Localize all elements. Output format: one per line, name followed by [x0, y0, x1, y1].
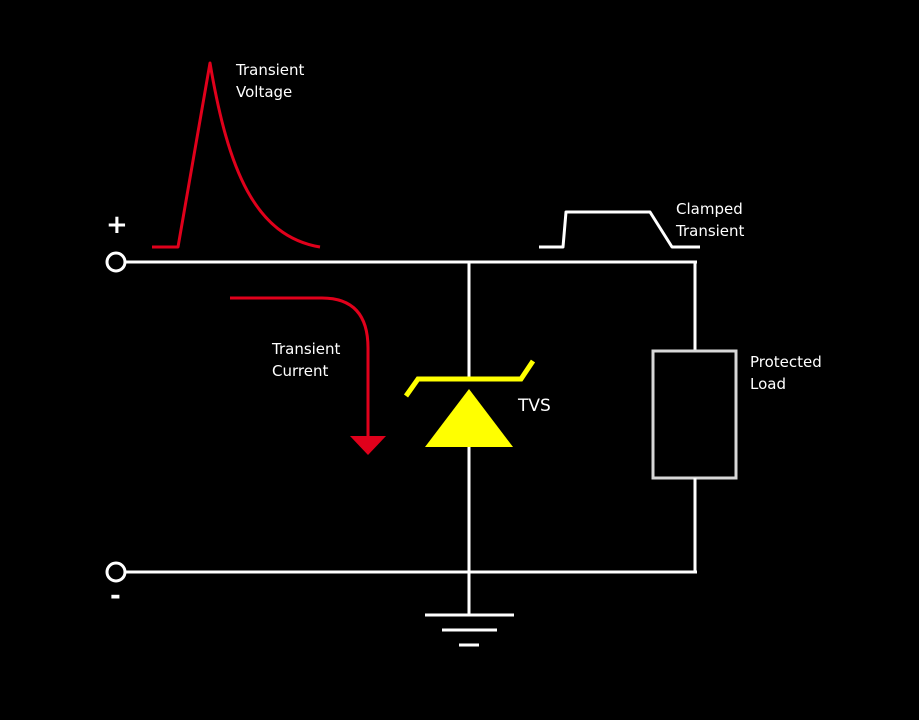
clamped-transient-label-line2: Transient	[675, 222, 745, 240]
transient-current-arrowhead	[350, 436, 386, 455]
clamped-transient-label-line1: Clamped	[676, 200, 743, 218]
transient-voltage-waveform	[152, 61, 321, 249]
protected-load-label-line2: Load	[750, 375, 786, 393]
minus-sign: -	[110, 581, 121, 611]
protected-load-box	[651, 349, 738, 480]
transient-voltage-label-line2: Voltage	[236, 83, 292, 101]
tvs-label: TVS	[517, 396, 551, 416]
tvs-diode-cathode-bar	[403, 359, 536, 398]
tvs-diode-triangle	[425, 389, 513, 447]
transient-current-arrow-line	[230, 296, 370, 436]
transient-voltage-label-line1: Transient	[235, 61, 305, 79]
ground-icon	[425, 613, 514, 647]
protected-load-label-line1: Protected	[750, 353, 822, 371]
plus-sign: +	[106, 210, 128, 240]
transient-current-label-line2: Current	[272, 362, 328, 380]
negative-terminal	[105, 561, 127, 583]
transient-current-label-line1: Transient	[271, 340, 341, 358]
positive-terminal	[105, 251, 127, 273]
clamped-transient-waveform	[539, 210, 700, 249]
